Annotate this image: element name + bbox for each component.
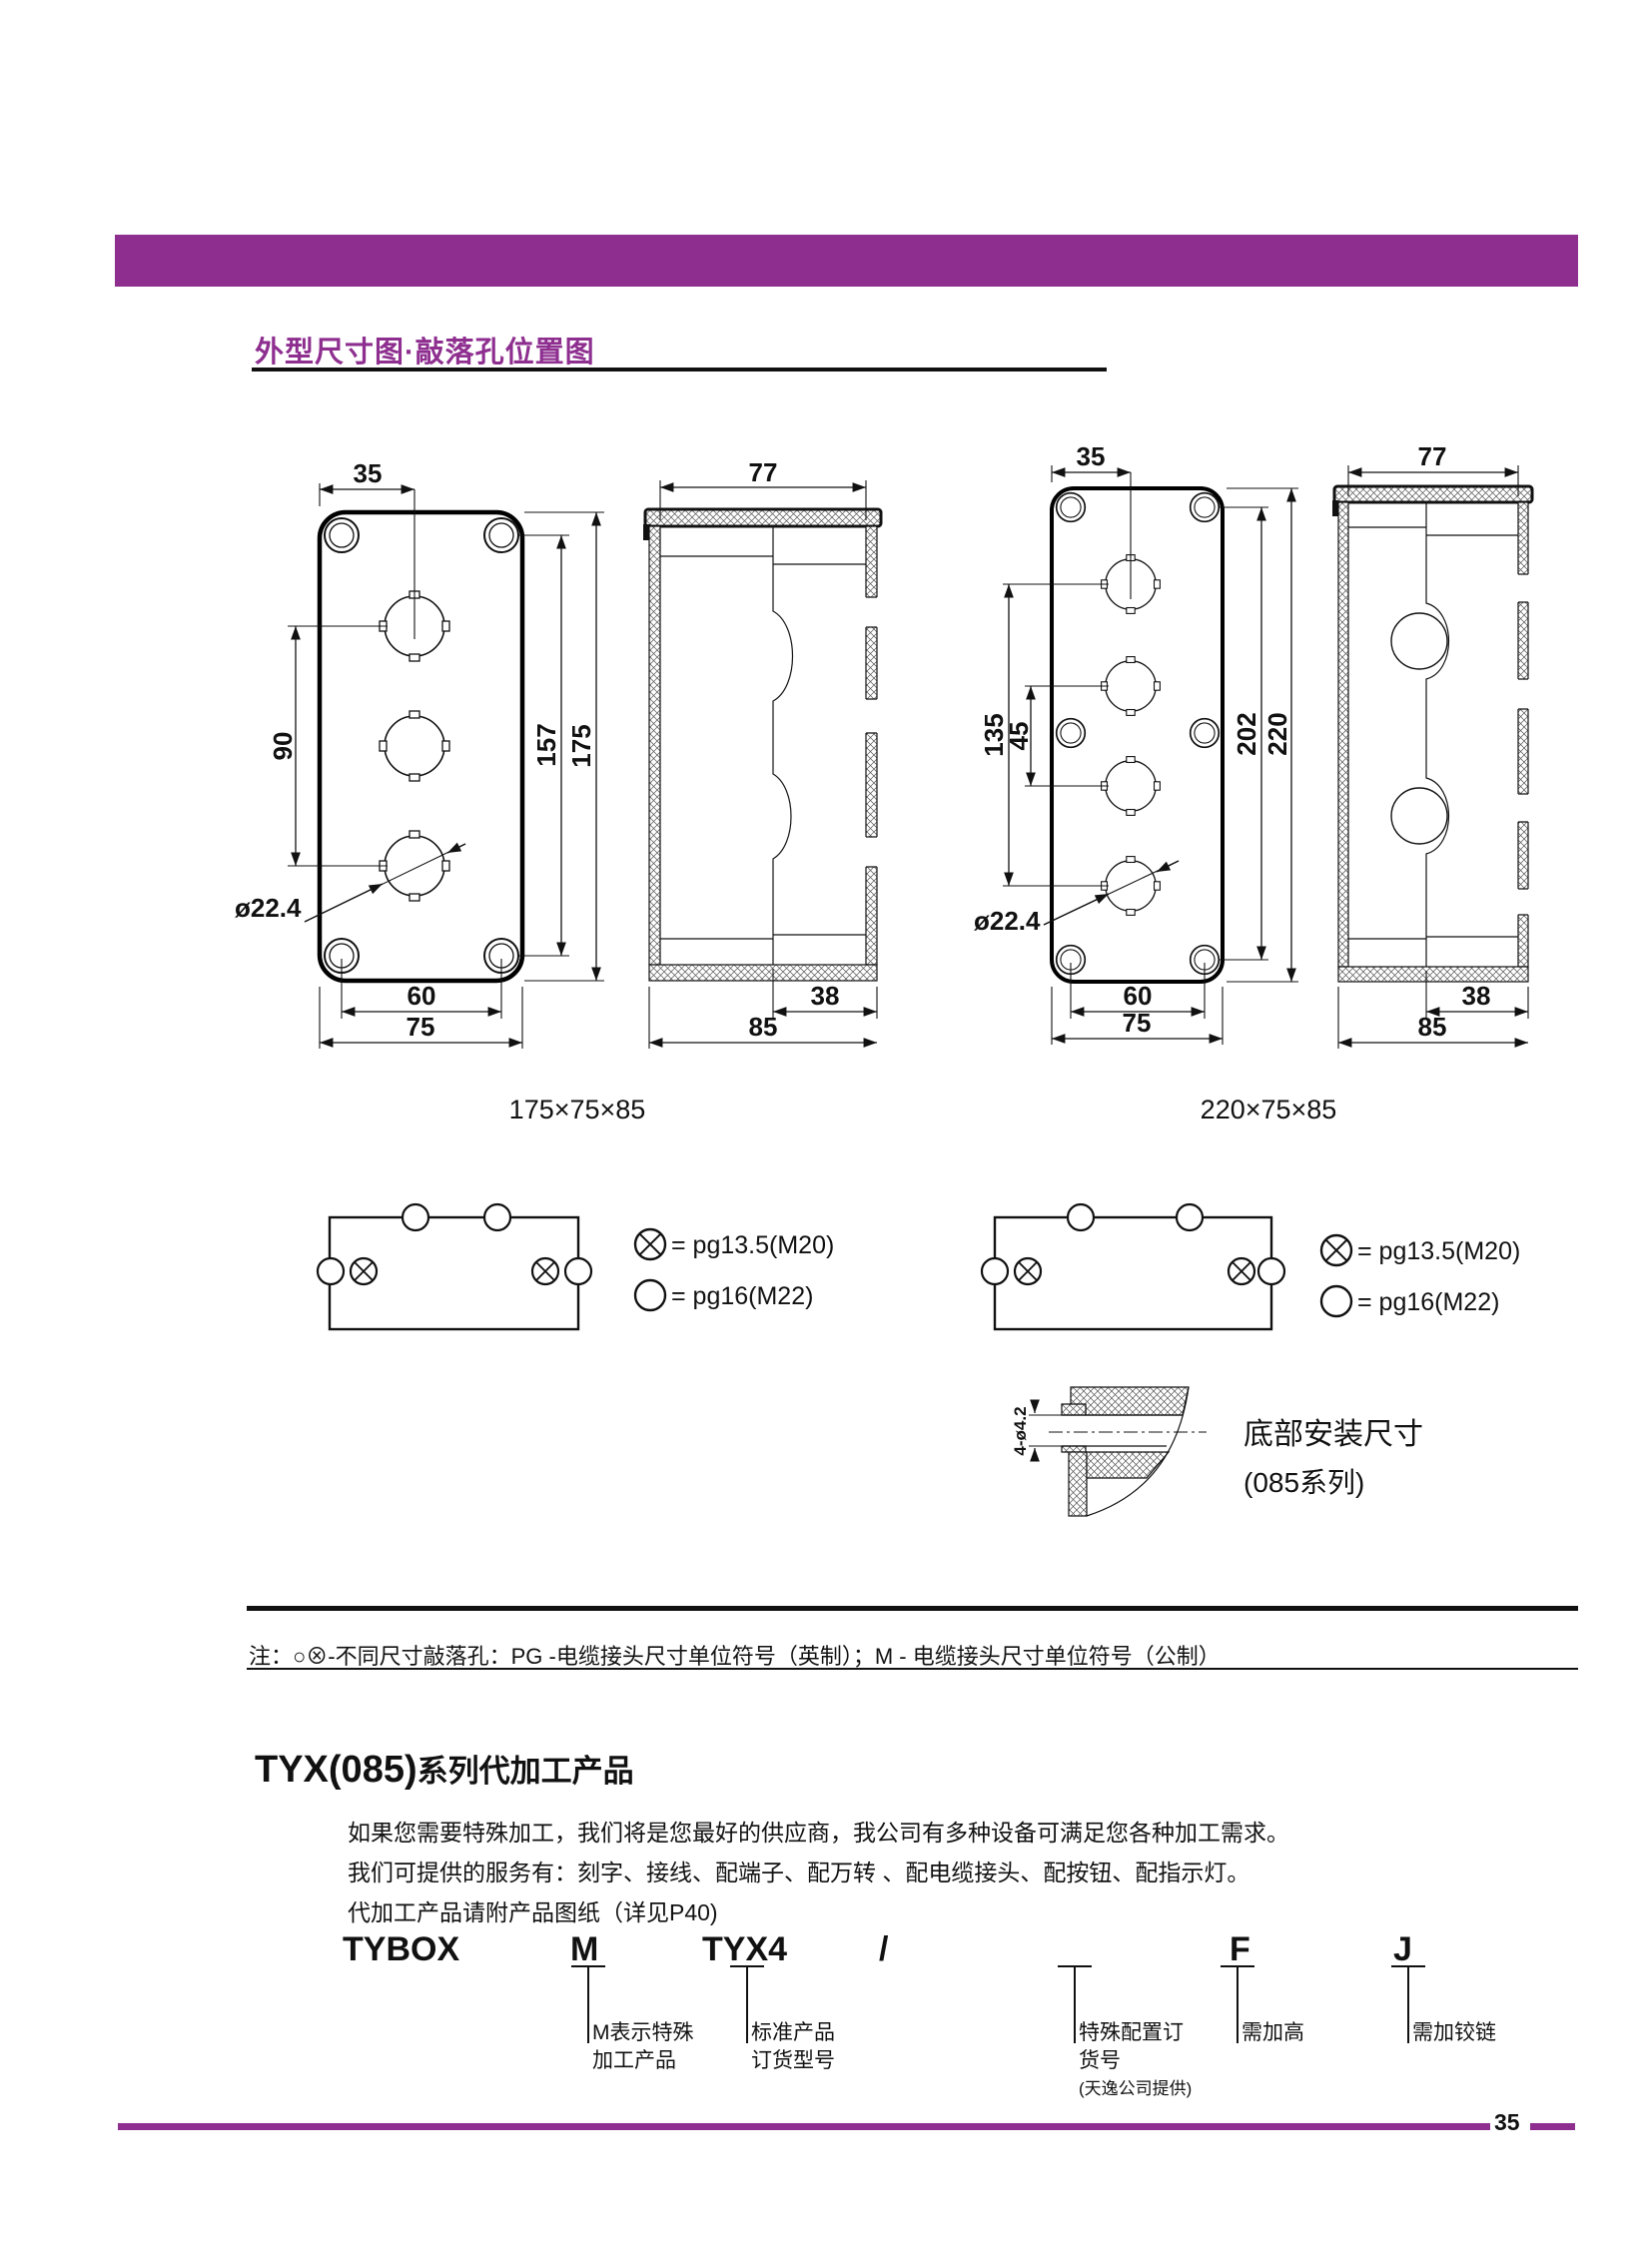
dim-175: 175 xyxy=(566,724,596,767)
size-label-175: 175×75×85 xyxy=(509,1095,646,1124)
legend-pg135-label: = pg13.5(M20) xyxy=(671,1231,834,1259)
dim-77: 77 xyxy=(749,457,778,487)
annotation-line: (天逸公司提供) xyxy=(1079,2079,1193,2098)
annotation-height: 需加高 xyxy=(1241,2019,1304,2047)
section-paragraph-2: 我们可提供的服务有：刻字、接线、配端子、配万转 、配电缆接头、配按钮、配指示灯。 xyxy=(348,1860,1250,1885)
annotation-line: 需加高 xyxy=(1241,2021,1304,2044)
annotation-special: M表示特殊 加工产品 xyxy=(592,2019,694,2075)
dim-38: 38 xyxy=(1462,981,1491,1011)
annotation-line: 标准产品 xyxy=(751,2021,835,2044)
code-f: F xyxy=(1230,1930,1250,1968)
legend-175: = pg13.5(M20) = pg16(M22) xyxy=(633,1227,834,1312)
dim-60: 60 xyxy=(408,981,436,1011)
front-view-220: 35 135 45 202 220 ø22.4 60 75 xyxy=(974,441,1298,1045)
footer-accent-bar xyxy=(118,2123,1490,2130)
bottom-detail-series: (085系列) xyxy=(1243,1467,1364,1498)
annotation-line: 需加铰链 xyxy=(1412,2021,1496,2044)
annotation-line: M表示特殊 xyxy=(592,2021,694,2044)
section-title-code: TYX(085) xyxy=(255,1749,417,1791)
side-view-175: 77 38 85 xyxy=(643,457,883,1049)
title-underline xyxy=(252,368,1107,372)
code-tybox: TYBOX xyxy=(343,1930,460,1968)
dim-35: 35 xyxy=(354,458,383,488)
annotation-standard: 标准产品 订货型号 xyxy=(751,2019,835,2075)
code-slash: / xyxy=(879,1930,889,1968)
legend-220: = pg13.5(M20) = pg16(M22) xyxy=(1319,1233,1520,1318)
footer-accent-bar-end xyxy=(1530,2123,1575,2130)
code-j: J xyxy=(1393,1930,1412,1968)
size-label-220: 220×75×85 xyxy=(1201,1095,1337,1124)
section-paragraph-1: 如果您需要特殊加工，我们将是您最好的供应商，我公司有多种设备可满足您各种加工需求… xyxy=(348,1820,1289,1846)
legend-pg16-label: = pg16(M22) xyxy=(671,1282,813,1310)
annotation-config: 特殊配置订 货号 (天逸公司提供) xyxy=(1079,2019,1192,2103)
technical-drawings: 35 90 157 175 ø22.4 60 75 77 xyxy=(235,441,1534,1517)
note-text: 注：○⊗-不同尺寸敲落孔：PG -电缆接头尺寸单位符号（英制）；M - 电缆接头… xyxy=(249,1644,1221,1669)
connector-line xyxy=(1407,1965,1409,2043)
legend-pg16-label: = pg16(M22) xyxy=(1357,1288,1499,1316)
section-paragraph-3: 代加工产品请附产品图纸（详见P40) xyxy=(348,1899,718,1925)
page-title: 外型尺寸图·敲落孔位置图 xyxy=(255,337,595,369)
dim-90: 90 xyxy=(268,732,298,761)
dim-4-dia-4.2: 4-ø4.2 xyxy=(1011,1406,1030,1455)
dim-hole-dia: ø22.4 xyxy=(974,906,1041,936)
bottom-detail-title: 底部安装尺寸 xyxy=(1243,1418,1423,1451)
connector-line xyxy=(587,1965,589,2043)
code-tyx4: TYX4 xyxy=(702,1930,788,1968)
dim-202: 202 xyxy=(1232,712,1261,755)
dim-35: 35 xyxy=(1077,441,1106,471)
dim-77: 77 xyxy=(1418,441,1447,471)
note-bottom-rule xyxy=(247,1668,1578,1670)
code-m: M xyxy=(570,1930,599,1968)
connector-line xyxy=(1074,1965,1076,2043)
knockout-layout-175 xyxy=(316,1202,593,1331)
dim-38: 38 xyxy=(811,981,840,1011)
connector-line xyxy=(1237,1965,1239,2043)
front-view-175: 35 90 157 175 ø22.4 60 75 xyxy=(235,458,604,1049)
annotation-line: 订货型号 xyxy=(751,2049,835,2072)
annotation-hinge: 需加铰链 xyxy=(1412,2019,1496,2047)
dim-75: 75 xyxy=(407,1012,435,1042)
dim-157: 157 xyxy=(531,723,561,766)
dim-hole-dia: ø22.4 xyxy=(235,893,302,923)
knockout-layout-220 xyxy=(980,1202,1286,1331)
annotation-line: 加工产品 xyxy=(592,2049,676,2072)
connector-line xyxy=(746,1965,748,2043)
annotation-line: 货号 xyxy=(1079,2049,1121,2072)
bottom-mount-detail: 4-ø4.2 底部安装尺寸 (085系列) xyxy=(1011,1386,1423,1517)
note-top-rule xyxy=(247,1606,1578,1611)
page-number: 35 xyxy=(1494,2109,1520,2135)
dim-45: 45 xyxy=(1004,722,1034,751)
circle-x-icon xyxy=(633,1227,667,1261)
circle-x-icon xyxy=(1319,1233,1353,1267)
annotation-line: 特殊配置订 xyxy=(1079,2021,1184,2044)
dim-135: 135 xyxy=(979,713,1009,756)
dim-85: 85 xyxy=(1418,1012,1447,1042)
dim-85: 85 xyxy=(749,1012,778,1042)
dim-220: 220 xyxy=(1262,712,1292,755)
section-title-rest: 系列代加工产品 xyxy=(416,1754,634,1789)
header-accent-bar xyxy=(115,235,1578,287)
side-view-220: 77 38 85 xyxy=(1332,441,1534,1049)
dim-75: 75 xyxy=(1123,1008,1152,1038)
legend-pg135-label: = pg13.5(M20) xyxy=(1357,1237,1520,1265)
dim-60: 60 xyxy=(1124,981,1153,1011)
circle-icon xyxy=(633,1278,667,1312)
section-title: TYX(085)系列代加工产品 xyxy=(255,1746,634,1792)
circle-icon xyxy=(1319,1284,1353,1318)
